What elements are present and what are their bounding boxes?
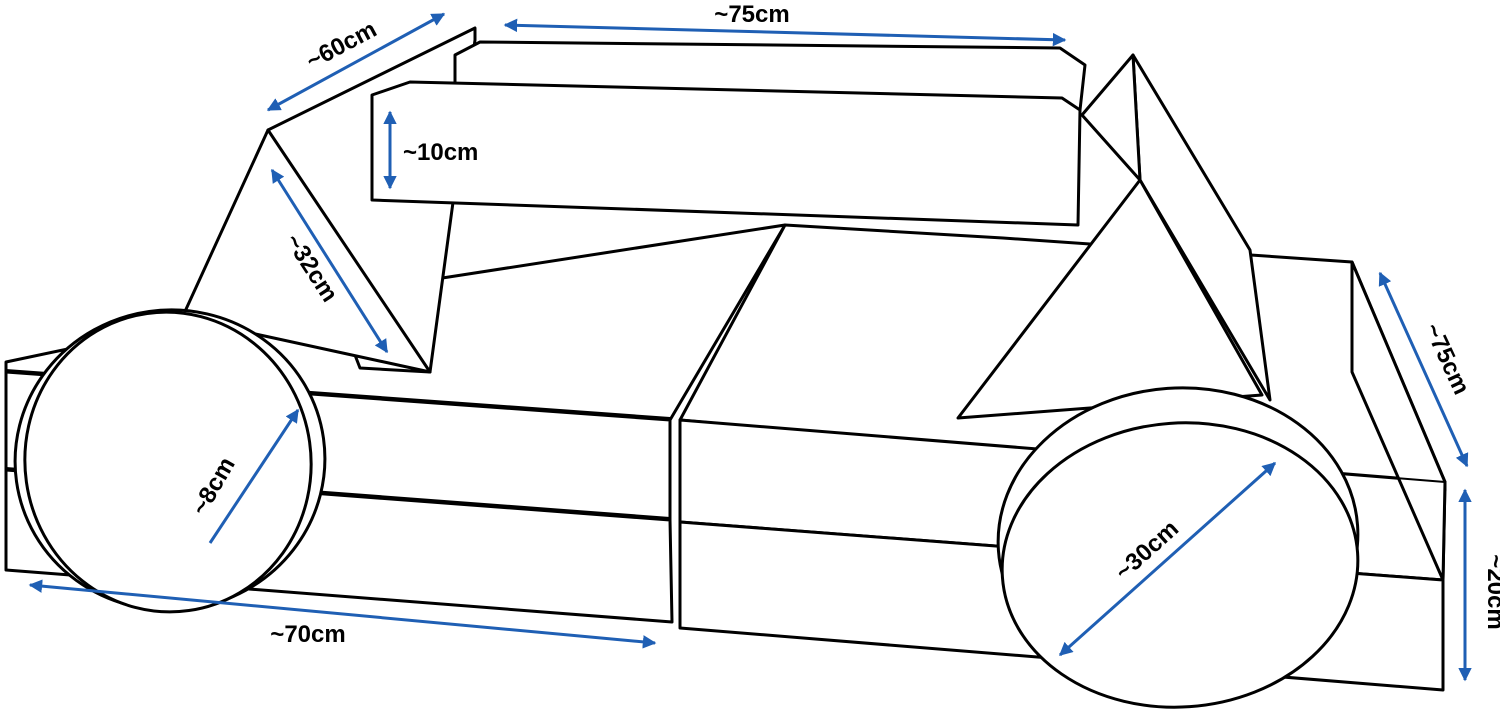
backrest-bars <box>370 40 1087 227</box>
backrest-depth-label: ~60cm <box>302 16 381 75</box>
base-height-label: ~20cm <box>1482 554 1500 629</box>
wedge-side-arrow <box>270 168 389 354</box>
base-depth-label: ~75cm <box>1419 319 1475 399</box>
base-length-arrow <box>28 579 657 649</box>
left-wheel <box>13 308 327 614</box>
wheel-diameter-arrow <box>1058 461 1277 657</box>
right-wedge <box>956 53 1272 420</box>
base-depth-arrow <box>1378 271 1469 468</box>
base-length-label: ~70cm <box>270 621 345 648</box>
dimension-arrows <box>28 12 1472 682</box>
backrest-length-label: ~75cm <box>714 1 789 28</box>
backrest-length-arrow <box>503 18 1067 47</box>
backrest-height-label: ~10cm <box>403 139 478 166</box>
backrest-depth-arrow <box>266 12 446 112</box>
wheel-thickness-arrow <box>208 408 300 544</box>
